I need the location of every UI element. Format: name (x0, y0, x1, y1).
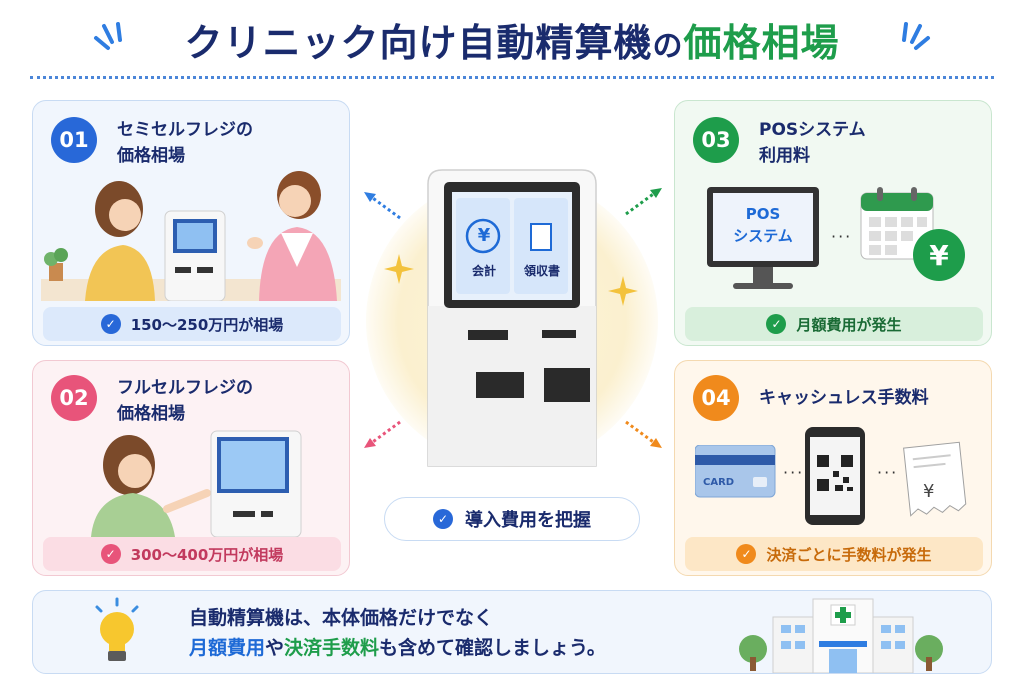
card-pos-system-fee: 03 POSシステム 利用料 POS システム ··· ¥ ✓ 月額費用が発生 (674, 100, 992, 346)
lightbulb-icon (95, 597, 139, 661)
arrow-to-card-02-icon (364, 420, 401, 448)
result-bar: ✓ 300〜400万円が相場 (43, 537, 341, 571)
credit-card-icon (695, 445, 776, 498)
center-label-pill: ✓ 導入費用を把握 (384, 497, 640, 541)
check-icon: ✓ (736, 544, 757, 564)
credit-card-label: CARD (703, 477, 735, 488)
receipt-yen-symbol: ¥ (923, 481, 935, 502)
smartphone-qr-icon (805, 427, 865, 525)
check-icon: ✓ (433, 509, 453, 529)
kiosk-yen-icon: ¥ (477, 225, 491, 246)
kiosk-receipt-button[interactable]: 領収書 (523, 264, 560, 278)
receipt-icon (903, 441, 967, 517)
kiosk-pay-button[interactable]: 会計 (471, 264, 496, 278)
card-title: フルセルフレジの 価格相場 (117, 378, 253, 424)
pos-monitor-screen-text: POS システム (733, 205, 793, 245)
header: クリニック向け自動精算機の価格相場 (0, 0, 1024, 80)
card-number-badge: 04 (693, 375, 739, 421)
check-icon: ✓ (100, 544, 121, 564)
card-number-badge: 03 (693, 117, 739, 163)
card-title: セミセルフレジの 価格相場 (117, 120, 253, 166)
card-full-self-register: 02 フルセルフレジの 価格相場 ✓ 300〜400万円が相場 (32, 360, 350, 576)
pos-monitor-illustration (707, 187, 819, 289)
semi-self-register-scene-illustration (41, 171, 341, 301)
sparkle-right-icon (902, 22, 930, 50)
check-icon: ✓ (100, 314, 121, 334)
result-bar: ✓ 決済ごとに手数料が発生 (685, 537, 983, 571)
connector-dots: ··· (783, 463, 805, 482)
yen-coin-icon: ¥ (913, 229, 965, 281)
card-number-badge: 02 (51, 375, 97, 421)
self-checkout-kiosk-illustration (427, 169, 597, 467)
header-divider (30, 76, 994, 79)
page-title: クリニック向け自動精算機の価格相場 (184, 21, 840, 65)
connector-dots: ··· (877, 463, 899, 482)
connector-dots: ··· (831, 227, 853, 246)
card-semi-self-register: 01 セミセルフレジの 価格相場 ✓ 150〜250万円が相場 (32, 100, 350, 346)
result-bar: ✓ 月額費用が発生 (685, 307, 983, 341)
clinic-building-illustration (739, 598, 943, 673)
sparkle-left-icon (94, 22, 122, 50)
sparkle-icon (384, 254, 414, 284)
result-bar: ✓ 150〜250万円が相場 (43, 307, 341, 341)
card-number-badge: 01 (51, 117, 97, 163)
full-self-register-scene-illustration (91, 430, 302, 537)
sparkle-icon (608, 276, 638, 306)
card-cashless-fee: 04 キャッシュレス手数料 CARD ··· ··· ¥ ✓ 決済ごとに手数料が… (674, 360, 992, 576)
arrow-to-card-04-icon (625, 420, 662, 448)
card-title: キャッシュレス手数料 (759, 388, 929, 408)
check-icon: ✓ (766, 314, 787, 334)
card-title: POSシステム 利用料 (759, 120, 866, 166)
arrow-to-card-01-icon (364, 192, 401, 220)
bottom-banner: 自動精算機は、本体価格だけでなく 月額費用や決済手数料も含めて確認しましょう。 (32, 590, 992, 674)
arrow-to-card-03-icon (625, 188, 662, 216)
banner-message: 自動精算機は、本体価格だけでなく 月額費用や決済手数料も含めて確認しましょう。 (189, 607, 606, 659)
